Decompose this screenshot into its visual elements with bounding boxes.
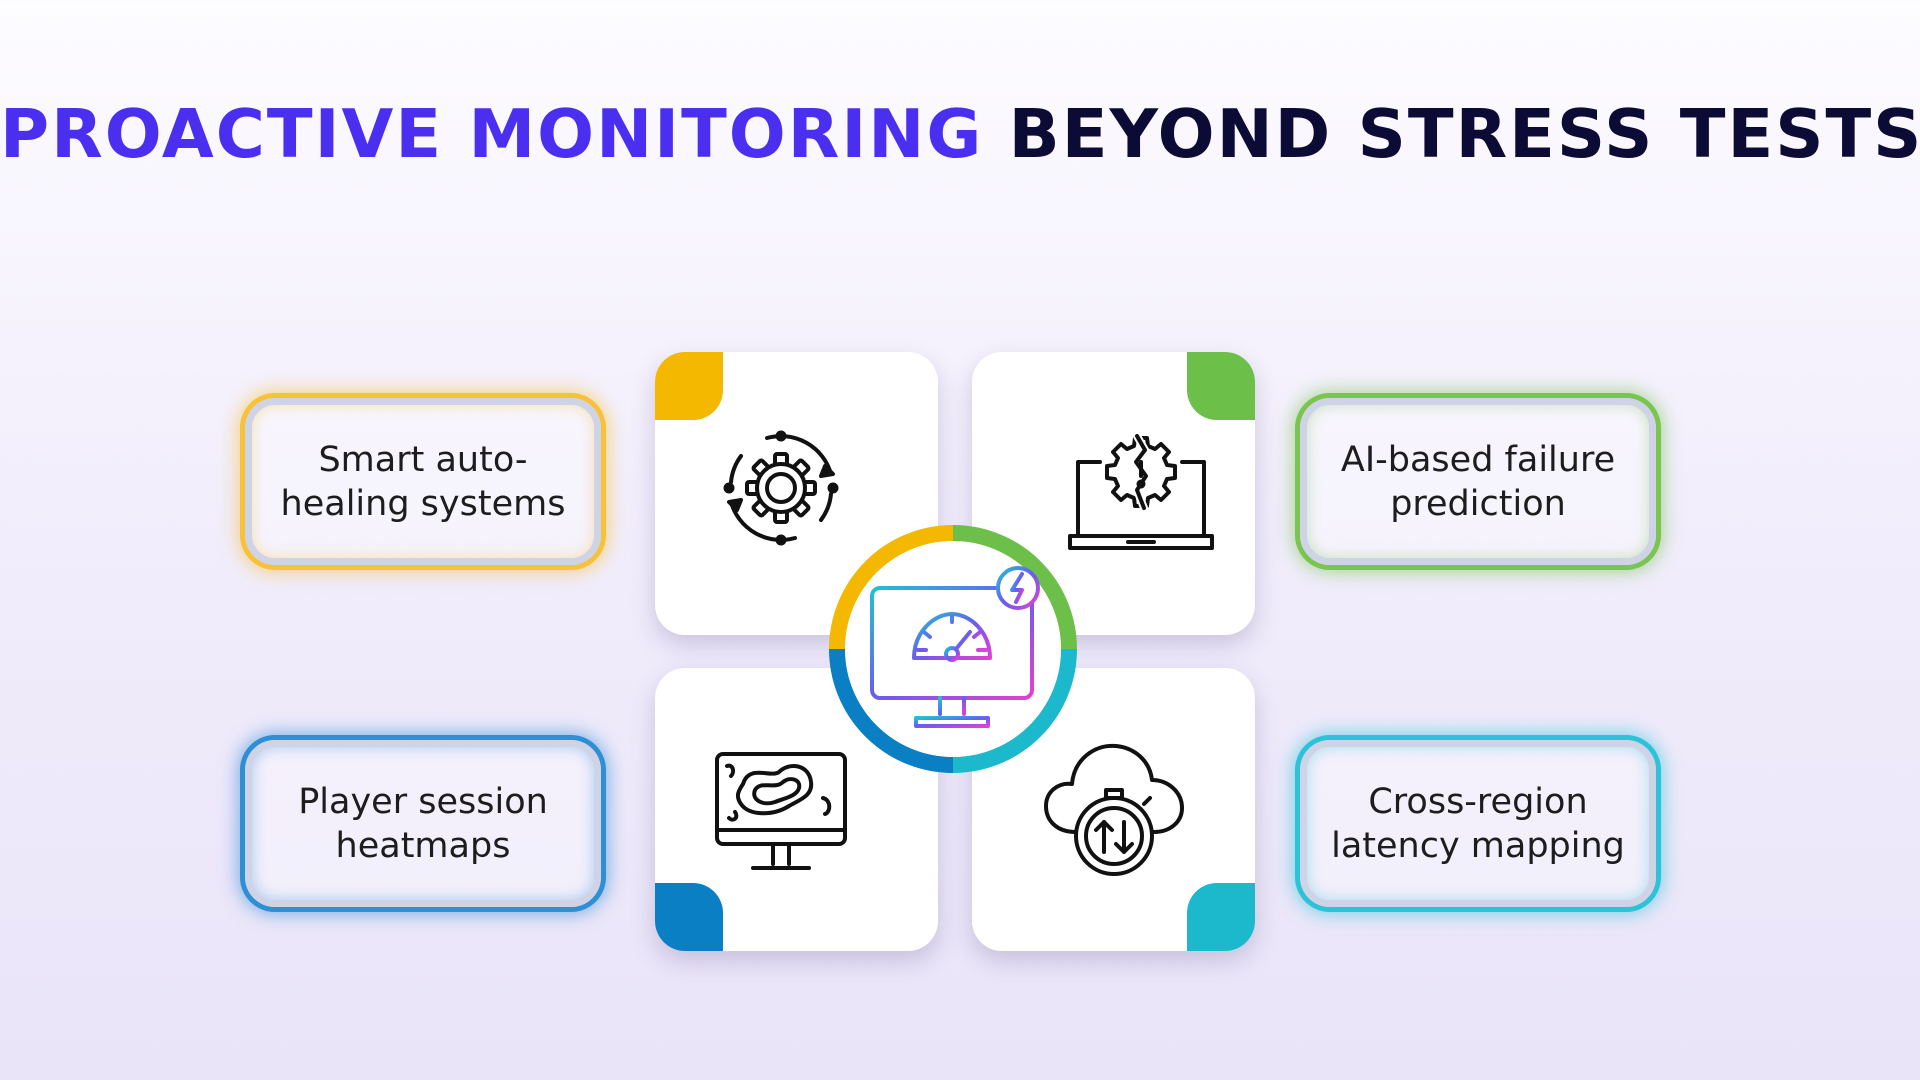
label-box-auto-healing: Smart auto-healing systems — [245, 398, 601, 565]
title-rest: BEYOND STRESS TESTS — [1008, 95, 1920, 173]
cloud-stopwatch-icon — [1044, 743, 1184, 876]
label-box-latency-mapping: Cross-region latency mapping — [1300, 740, 1656, 907]
corner-accent — [1187, 883, 1255, 951]
monitor-speedometer-icon — [870, 566, 1040, 728]
label-auto-healing: Smart auto-healing systems — [280, 439, 566, 524]
corner-accent — [1187, 352, 1255, 420]
corner-accent — [655, 883, 723, 951]
gear-refresh-icon — [723, 430, 839, 546]
hub-ring — [829, 525, 1077, 773]
laptop-broken-gear-icon — [1068, 432, 1214, 550]
label-failure-prediction: AI-based failure prediction — [1340, 439, 1616, 524]
label-session-heatmaps: Player session heatmaps — [298, 781, 548, 866]
monitor-heatmap-icon — [715, 752, 847, 870]
corner-accent — [655, 352, 723, 420]
card-failure-prediction — [972, 352, 1255, 635]
label-box-session-heatmaps: Player session heatmaps — [245, 740, 601, 907]
label-latency-mapping: Cross-region latency mapping — [1331, 781, 1625, 866]
title-accent: PROACTIVE MONITORING — [0, 95, 984, 173]
card-auto-healing — [655, 352, 938, 635]
page-title: PROACTIVE MONITORING BEYOND STRESS TESTS — [0, 95, 1920, 173]
label-box-failure-prediction: AI-based failure prediction — [1300, 398, 1656, 565]
